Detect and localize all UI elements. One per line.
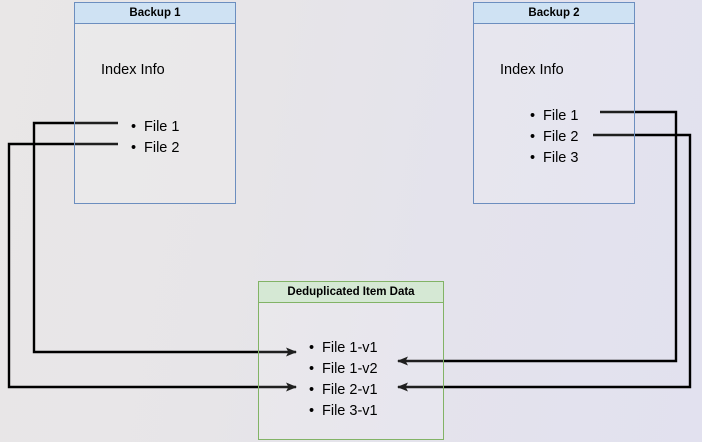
node-backup-1[interactable]: Backup 1 Index Info File 1 File 2 <box>74 2 236 204</box>
node-deduplicated-item-data[interactable]: Deduplicated Item Data File 1-v1 File 1-… <box>258 281 444 440</box>
backup-2-file-list: File 1 File 2 File 3 <box>527 106 579 169</box>
backup-2-index-info-label: Index Info <box>500 62 564 78</box>
node-backup-2-body: Index Info File 1 File 2 File 3 <box>474 24 634 203</box>
list-item: File 2-v1 <box>309 380 378 401</box>
node-deduplicated-item-data-title: Deduplicated Item Data <box>259 282 443 303</box>
list-item: File 1 <box>131 117 180 138</box>
list-item: File 1-v2 <box>309 359 378 380</box>
backup-1-index-info-label: Index Info <box>101 62 165 78</box>
node-deduplicated-item-data-body: File 1-v1 File 1-v2 File 2-v1 File 3-v1 <box>259 303 443 439</box>
list-item: File 2 <box>131 138 180 159</box>
node-backup-1-body: Index Info File 1 File 2 <box>75 24 235 203</box>
list-item: File 3-v1 <box>309 401 378 422</box>
list-item: File 3 <box>530 148 579 169</box>
list-item: File 1 <box>530 106 579 127</box>
node-backup-2-title: Backup 2 <box>474 3 634 24</box>
backup-1-file-list: File 1 File 2 <box>128 117 180 159</box>
dedup-file-list: File 1-v1 File 1-v2 File 2-v1 File 3-v1 <box>306 338 378 422</box>
node-backup-1-title: Backup 1 <box>75 3 235 24</box>
node-backup-2[interactable]: Backup 2 Index Info File 1 File 2 File 3 <box>473 2 635 204</box>
list-item: File 2 <box>530 127 579 148</box>
list-item: File 1-v1 <box>309 338 378 359</box>
